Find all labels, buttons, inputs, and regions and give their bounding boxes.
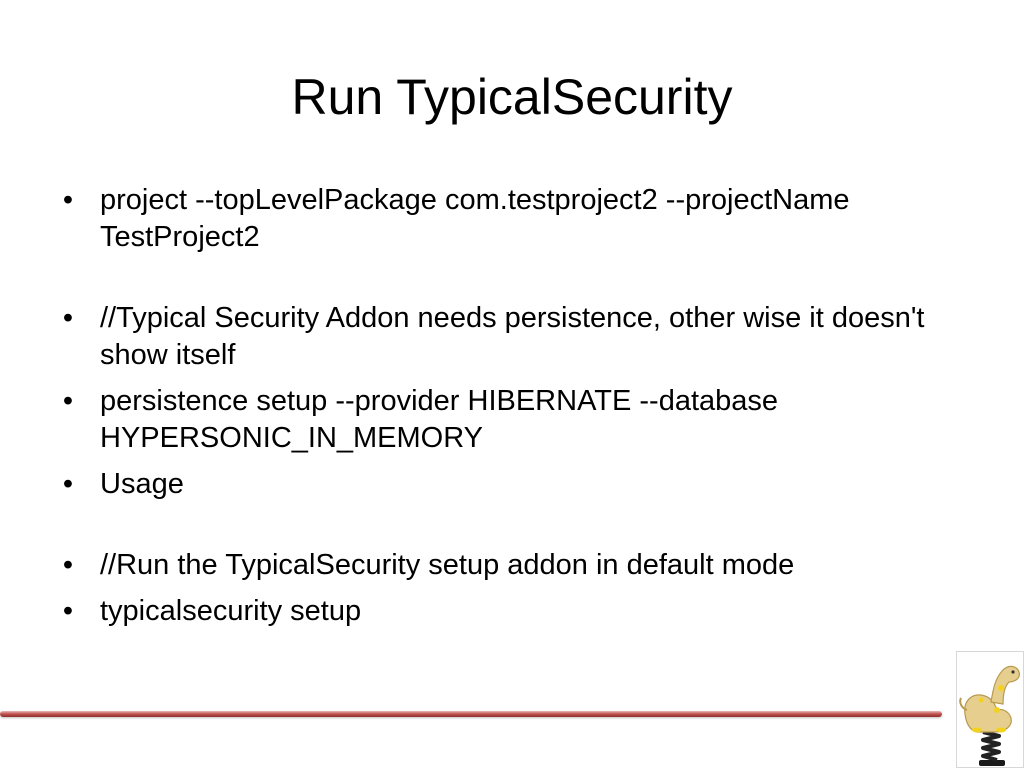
bullet-item: • typicalsecurity setup <box>58 593 988 630</box>
bullet-item: • project --topLevelPackage com.testproj… <box>58 182 988 256</box>
bullet-item: • Usage <box>58 466 988 503</box>
bullet-dot-icon: • <box>62 468 74 500</box>
bullet-text: Usage <box>100 468 184 500</box>
bullet-dot-icon: • <box>62 302 74 334</box>
bullet-text: typicalsecurity setup <box>100 595 362 627</box>
footer-divider-line <box>0 711 942 717</box>
slide-title: Run TypicalSecurity <box>291 69 733 125</box>
bullet-item: • persistence setup --provider HIBERNATE… <box>58 383 988 457</box>
bullet-item: • //Typical Security Addon needs persist… <box>58 300 988 374</box>
bullet-text: persistence setup --provider HIBERNATE -… <box>100 385 779 454</box>
bullet-text: project --topLevelPackage com.testprojec… <box>100 184 850 253</box>
bullet-text: //Run the TypicalSecurity setup addon in… <box>100 549 795 581</box>
spring-rider-dinosaur-icon <box>959 665 1020 766</box>
bullet-dot-icon: • <box>62 549 74 581</box>
bullet-dot-icon: • <box>62 595 74 627</box>
bullet-list: • project --topLevelPackage com.testproj… <box>58 182 988 639</box>
bullet-dot-icon: • <box>62 385 74 417</box>
logo-frame <box>956 651 1024 768</box>
bullet-dot-icon: • <box>62 184 74 216</box>
bullet-text: //Typical Security Addon needs persisten… <box>100 302 925 371</box>
bullet-item: • //Run the TypicalSecurity setup addon … <box>58 547 988 584</box>
